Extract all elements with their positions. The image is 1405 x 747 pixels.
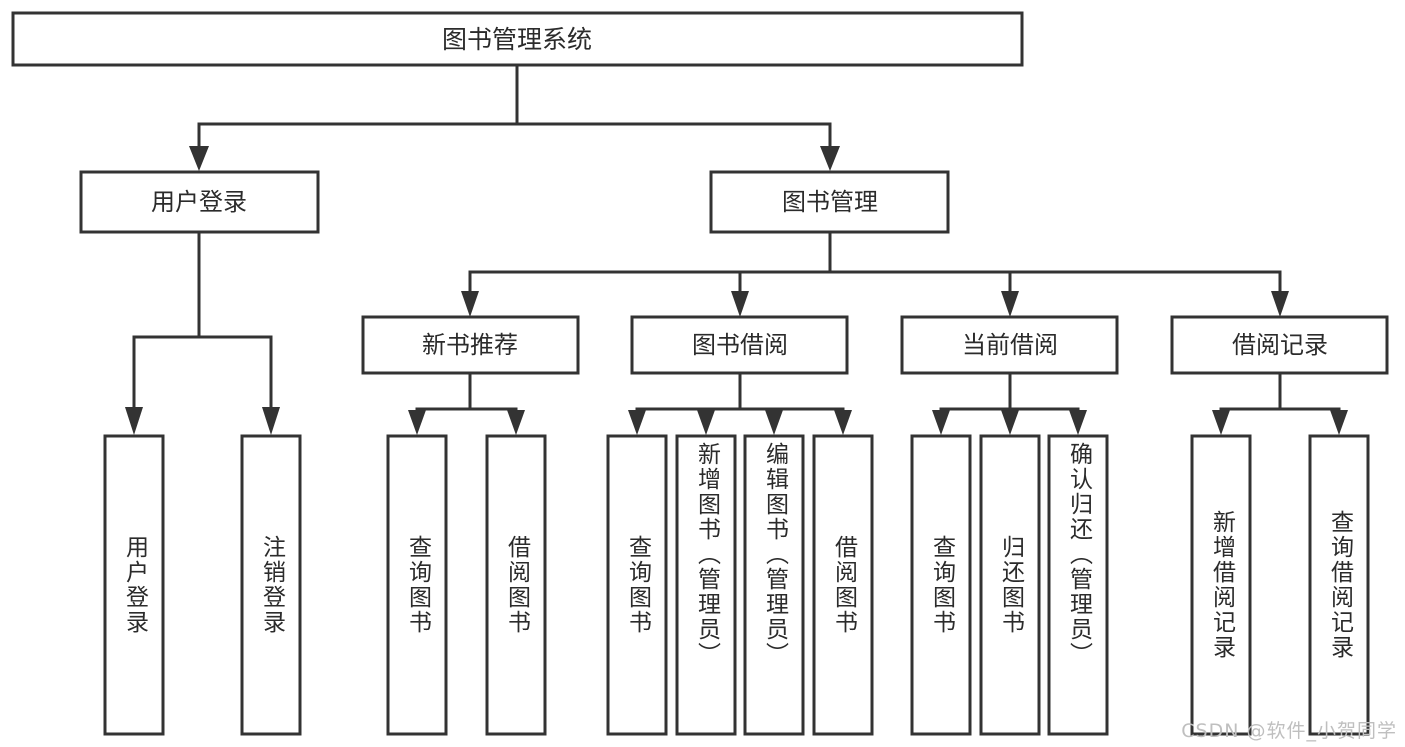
leaf-box-query-book-3[interactable] xyxy=(910,434,972,736)
leaf-box-query-book-1[interactable] xyxy=(386,434,448,736)
connector-group-user-login xyxy=(125,230,280,435)
arrow-head-book-management xyxy=(820,146,840,171)
leaf-box-query-record[interactable] xyxy=(1308,434,1370,736)
arrow-head-leaf-query-book-2 xyxy=(628,410,646,435)
leaf-box-confirm-return[interactable] xyxy=(1047,434,1109,736)
arrow-head-new-book-recommend xyxy=(461,291,479,317)
connector-group-book-borrow xyxy=(628,371,852,435)
arrow-head-leaf-confirm-return xyxy=(1069,410,1087,435)
leaf-box-return-book[interactable] xyxy=(979,434,1041,736)
arrow-head-borrow-record xyxy=(1271,291,1289,317)
node-user-login[interactable]: 用户登录 xyxy=(79,170,320,234)
node-user-login-label: 用户登录 xyxy=(151,188,247,216)
arrow-head-leaf-borrow-book-1 xyxy=(507,410,525,435)
arrow-head-leaf-add-record xyxy=(1212,410,1230,435)
leaf-box-user-logout[interactable] xyxy=(240,434,302,736)
node-borrow-record-label: 借阅记录 xyxy=(1232,331,1328,359)
arrow-head-leaf-return-book xyxy=(1001,410,1019,435)
arrow-head-leaf-query-record xyxy=(1330,410,1348,435)
node-current-borrow-label: 当前借阅 xyxy=(962,331,1058,359)
leaf-box-edit-book[interactable] xyxy=(743,434,805,736)
connector-group-current-borrow xyxy=(932,371,1087,435)
node-root-label: 图书管理系统 xyxy=(442,25,592,54)
arrow-head-leaf-query-book-1 xyxy=(408,410,426,435)
leaf-box-add-record[interactable] xyxy=(1190,434,1252,736)
leaf-boxes xyxy=(103,434,1370,736)
node-root[interactable]: 图书管理系统 xyxy=(11,11,1024,67)
arrow-head-leaf-user-logout xyxy=(262,407,280,435)
arrow-head-book-borrow xyxy=(731,291,749,317)
connector-group-book-management xyxy=(461,230,1289,317)
node-new-book-recommend[interactable]: 新书推荐 xyxy=(361,315,580,375)
node-current-borrow[interactable]: 当前借阅 xyxy=(900,315,1119,375)
node-book-management[interactable]: 图书管理 xyxy=(709,170,950,234)
connector-group-root xyxy=(189,64,840,171)
leaf-box-borrow-book-1[interactable] xyxy=(485,434,547,736)
leaf-box-user-login[interactable] xyxy=(103,434,165,736)
node-borrow-record-box[interactable] xyxy=(1170,315,1389,375)
node-borrow-record[interactable]: 借阅记录 xyxy=(1170,315,1389,375)
arrow-head-leaf-user-login xyxy=(125,407,143,435)
arrow-head-leaf-add-book xyxy=(697,410,715,435)
node-book-borrow-box[interactable] xyxy=(630,315,849,375)
arrow-head-leaf-borrow-book-2 xyxy=(834,410,852,435)
watermark-text: CSDN @软件_小贺同学 xyxy=(1181,720,1397,742)
node-root-box[interactable] xyxy=(11,11,1024,67)
node-current-borrow-box[interactable] xyxy=(900,315,1119,375)
node-book-borrow-label: 图书借阅 xyxy=(692,331,788,359)
leaf-box-add-book[interactable] xyxy=(675,434,737,736)
node-new-book-recommend-label: 新书推荐 xyxy=(422,331,518,359)
node-book-management-label: 图书管理 xyxy=(782,188,878,216)
arrow-head-leaf-query-book-3 xyxy=(932,410,950,435)
leaf-box-query-book-2[interactable] xyxy=(606,434,668,736)
node-user-login-box[interactable] xyxy=(79,170,320,234)
connector-group-borrow-record xyxy=(1212,371,1348,435)
arrow-head-user-login xyxy=(189,146,209,171)
connector-group-new-book-recommend xyxy=(408,371,525,435)
leaf-box-borrow-book-2[interactable] xyxy=(812,434,874,736)
arrow-head-current-borrow xyxy=(1001,291,1019,317)
node-book-management-box[interactable] xyxy=(709,170,950,234)
node-book-borrow[interactable]: 图书借阅 xyxy=(630,315,849,375)
arrow-head-leaf-edit-book xyxy=(765,410,783,435)
node-new-book-recommend-box[interactable] xyxy=(361,315,580,375)
